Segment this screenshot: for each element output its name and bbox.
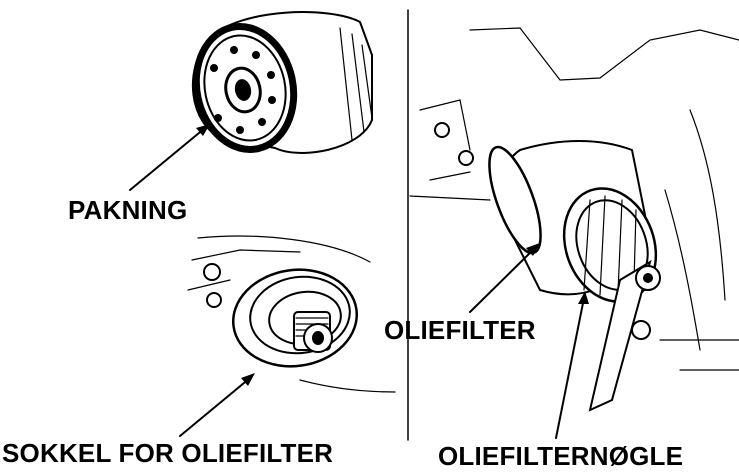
filter-removal-illustration <box>409 27 739 439</box>
oil-filter-gasket-illustration <box>129 11 373 191</box>
filter-wrench-label: OLIEFILTERNØGLE <box>438 441 684 471</box>
filter-base-illustration <box>179 235 396 437</box>
gasket-label: PAKNING <box>68 195 188 225</box>
filter-base-label: SOKKEL FOR OLIEFILTER <box>2 438 334 468</box>
oil-filter-label: OLIEFILTER <box>384 315 536 345</box>
